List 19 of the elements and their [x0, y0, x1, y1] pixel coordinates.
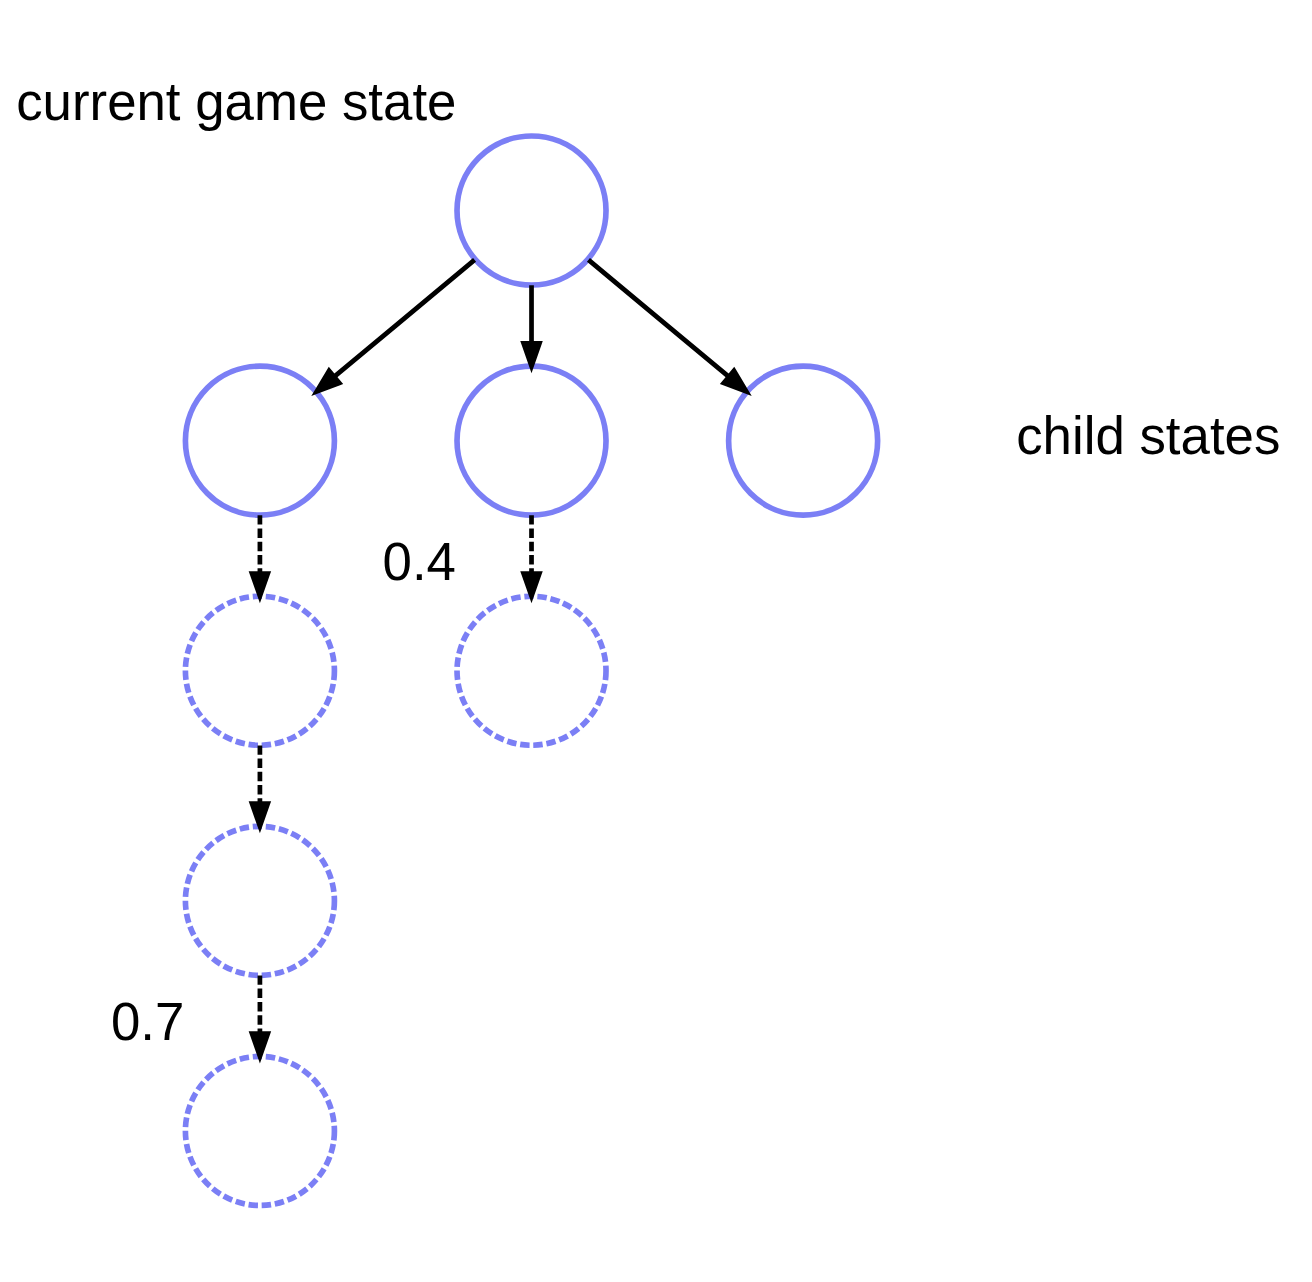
node-circle	[454, 362, 609, 518]
arrow	[248, 975, 272, 1063]
node-label: current game state	[16, 71, 457, 131]
arrow	[311, 257, 477, 396]
arrow	[248, 745, 272, 833]
arrow	[248, 514, 272, 603]
node-circle	[454, 132, 609, 288]
arrow	[586, 257, 752, 396]
node-circle	[182, 1053, 338, 1208]
node-circle	[182, 592, 338, 748]
node-circle	[725, 362, 881, 518]
node-label: 0.7	[110, 991, 185, 1051]
arrow	[520, 284, 543, 373]
node-circle	[182, 362, 338, 518]
label: child states	[1016, 405, 1281, 465]
arrow	[520, 514, 543, 603]
node-circle	[182, 823, 338, 978]
node-circle	[454, 592, 609, 748]
node-label: 0.4	[382, 531, 456, 591]
